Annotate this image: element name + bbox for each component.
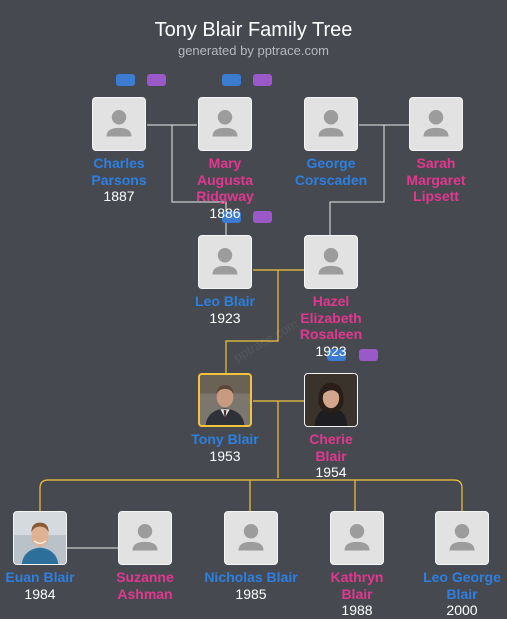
page-subtitle: generated by pptrace.com bbox=[177, 43, 330, 58]
birth-year: 1886 bbox=[209, 204, 241, 221]
connector-children-bar bbox=[39, 479, 463, 512]
brother-indicator-icon[interactable] bbox=[116, 74, 135, 86]
birth-year: 1984 bbox=[24, 585, 56, 602]
person-name: Tony Blair bbox=[191, 431, 259, 447]
person-tony-blair[interactable]: Tony Blair 1953 bbox=[175, 373, 275, 464]
person-name: Leo George Blair bbox=[423, 569, 501, 602]
person-name: Cherie Blair bbox=[309, 431, 353, 464]
person-silhouette-icon bbox=[198, 97, 252, 151]
brother-indicator-icon[interactable] bbox=[222, 74, 241, 86]
person-kathryn-blair[interactable]: Kathryn Blair 1988 bbox=[307, 511, 407, 618]
birth-year: 1988 bbox=[341, 602, 373, 618]
sister-indicator-icon[interactable] bbox=[253, 74, 272, 86]
person-silhouette-icon bbox=[224, 511, 278, 565]
sister-indicator-icon[interactable] bbox=[359, 349, 378, 361]
person-name: Mary Augusta Ridgway bbox=[196, 155, 254, 204]
person-name: Leo Blair bbox=[195, 293, 255, 309]
page-title: Tony Blair Family Tree bbox=[154, 19, 353, 41]
birth-year: 1954 bbox=[315, 464, 347, 480]
person-charles-parsons[interactable]: Charles Parsons 1887 bbox=[69, 97, 169, 204]
person-sarah-margaret-lipsett[interactable]: Sarah Margaret Lipsett bbox=[386, 97, 486, 205]
person-name: Nicholas Blair bbox=[204, 569, 298, 585]
person-photo bbox=[13, 511, 67, 565]
person-silhouette-icon bbox=[118, 511, 172, 565]
birth-year: 1923 bbox=[315, 342, 347, 359]
birth-year: 1887 bbox=[103, 188, 135, 204]
birth-year: 2000 bbox=[446, 602, 478, 618]
person-name: Sarah Margaret Lipsett bbox=[406, 155, 466, 204]
person-name: Kathryn Blair bbox=[330, 569, 384, 602]
sister-indicator-icon[interactable] bbox=[253, 211, 272, 223]
person-photo bbox=[304, 373, 358, 427]
person-leo-blair[interactable]: Leo Blair 1923 bbox=[175, 235, 275, 326]
person-silhouette-icon bbox=[92, 97, 146, 151]
person-silhouette-icon bbox=[409, 97, 463, 151]
person-name: Hazel Elizabeth Rosaleen bbox=[299, 293, 363, 342]
brother-indicator-icon[interactable] bbox=[222, 211, 241, 223]
sister-indicator-icon[interactable] bbox=[147, 74, 166, 86]
person-euan-blair[interactable]: Euan Blair 1984 bbox=[0, 511, 90, 602]
person-nicholas-blair[interactable]: Nicholas Blair 1985 bbox=[201, 511, 301, 602]
person-photo bbox=[198, 373, 252, 427]
brother-indicator-icon[interactable] bbox=[327, 349, 346, 361]
person-name: George Corscaden bbox=[294, 155, 368, 188]
person-silhouette-icon bbox=[435, 511, 489, 565]
person-name: Euan Blair bbox=[5, 569, 75, 585]
connector-parents-hazel bbox=[329, 125, 385, 236]
person-name: Suzanne Ashman bbox=[116, 569, 174, 602]
person-silhouette-icon bbox=[330, 511, 384, 565]
birth-year: 1923 bbox=[209, 309, 241, 326]
person-leo-george-blair[interactable]: Leo George Blair 2000 bbox=[412, 511, 507, 618]
person-silhouette-icon bbox=[198, 235, 252, 289]
person-cherie-blair[interactable]: Cherie Blair 1954 bbox=[281, 373, 381, 480]
person-hazel-elizabeth-rosaleen[interactable]: Hazel Elizabeth Rosaleen 1923 bbox=[281, 235, 381, 359]
connector-parents-tony bbox=[225, 270, 279, 373]
birth-year: 1985 bbox=[235, 585, 267, 602]
person-george-corscaden[interactable]: George Corscaden bbox=[281, 97, 381, 188]
person-mary-augusta-ridgway[interactable]: Mary Augusta Ridgway 1886 bbox=[175, 97, 275, 221]
person-silhouette-icon bbox=[304, 97, 358, 151]
birth-year: 1953 bbox=[209, 447, 241, 464]
person-silhouette-icon bbox=[304, 235, 358, 289]
person-name: Charles Parsons bbox=[91, 155, 147, 188]
person-suzanne-ashman[interactable]: Suzanne Ashman bbox=[95, 511, 195, 602]
